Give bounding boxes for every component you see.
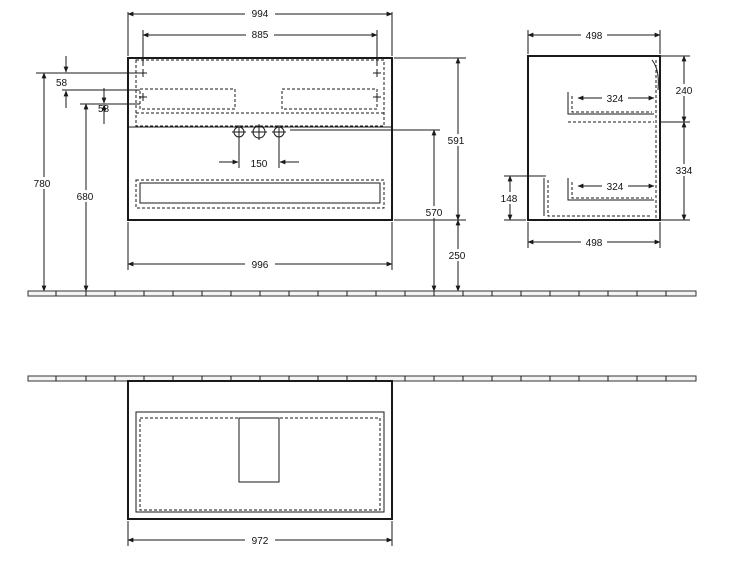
side-drawer-lower (567, 178, 654, 201)
dim-324-upper: 324 (607, 94, 624, 105)
dim-498-bottom: 498 (586, 238, 603, 249)
dim-324-lower: 324 (607, 182, 624, 193)
dim-994: 994 (252, 9, 269, 20)
top-view-basin (135, 411, 385, 513)
side-view: 498 324 324 240 334 148 498 (497, 29, 696, 249)
side-basin-edge (651, 59, 659, 91)
dim-334: 334 (676, 166, 693, 177)
dim-570: 570 (426, 208, 443, 219)
dim-150: 150 (251, 159, 268, 170)
top-view: 972 (27, 375, 697, 547)
front-cabinet-outline (127, 57, 393, 221)
wall-fixing-crosses (139, 69, 381, 101)
lower-drawer-front (139, 182, 381, 204)
dim-148: 148 (501, 194, 518, 205)
lower-drawer-outline (135, 179, 385, 209)
top-view-siphon-cutout (238, 417, 280, 483)
dim-680: 680 (77, 192, 94, 203)
dim-498-top: 498 (586, 31, 603, 42)
floor-line (27, 290, 697, 297)
top-view-outline (127, 380, 393, 520)
dim-58-upper: 58 (56, 78, 68, 89)
dim-780: 780 (34, 179, 51, 190)
tap-connection-symbols (232, 124, 286, 140)
dim-591: 591 (448, 136, 465, 147)
side-drawer-upper (567, 92, 654, 115)
dim-240: 240 (676, 86, 693, 97)
front-view: 994 885 58 58 780 680 150 (30, 7, 470, 292)
dim-972: 972 (252, 536, 269, 547)
dim-885: 885 (252, 30, 269, 41)
dim-250: 250 (449, 251, 466, 262)
dim-58-lower: 58 (98, 104, 110, 115)
inner-drawer-right (281, 88, 378, 110)
inner-drawer-left (139, 88, 236, 110)
dim-996: 996 (252, 260, 269, 271)
basin-outline (135, 59, 385, 127)
